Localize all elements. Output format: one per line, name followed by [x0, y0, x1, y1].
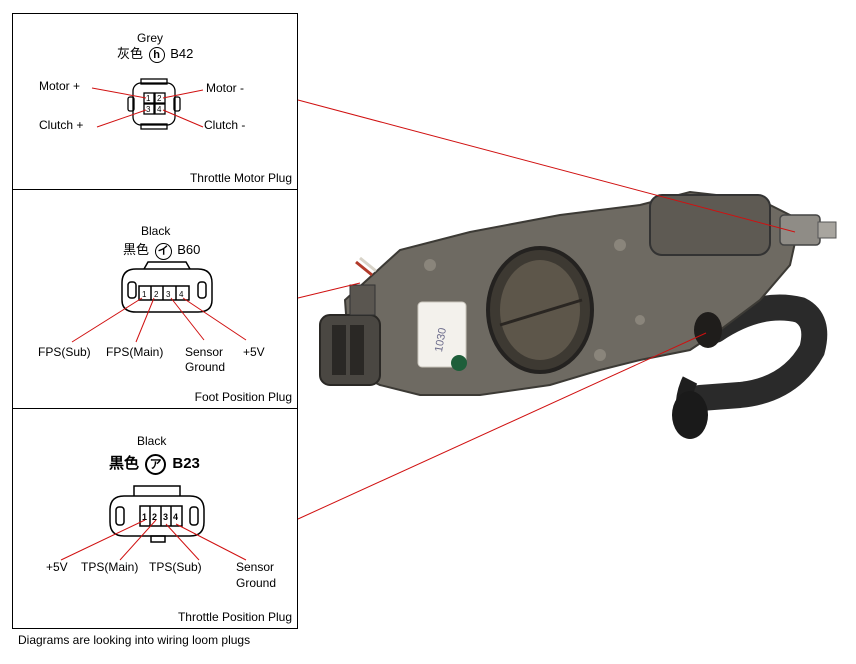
plug-code: B42: [170, 46, 194, 61]
pin-number: 3: [163, 512, 168, 522]
plug-title: Throttle Motor Plug: [189, 171, 292, 185]
caption: Diagrams are looking into wiring loom pl…: [18, 633, 251, 647]
pin-label-5v: +5V: [46, 560, 68, 574]
plug-code-line: 灰色 h B42: [117, 47, 193, 63]
connector-b42-leaders: [91, 87, 204, 128]
code-symbol-icon: h: [148, 47, 165, 63]
connector-b23-pin-numbers: 1 2 3 4: [142, 512, 178, 522]
pin-label-sensor: Sensor: [236, 560, 275, 574]
connector-b60-leaders: [71, 297, 247, 343]
plug-title: Throttle Position Plug: [177, 610, 292, 624]
pin-label-tps-sub: TPS(Sub): [149, 560, 202, 574]
pin-label-fps-main: FPS(Main): [106, 345, 164, 359]
pin-number: 4: [173, 512, 178, 522]
part-tag-label: 1030: [433, 327, 449, 353]
pin-label-ground: Ground: [236, 576, 277, 590]
throttle-motor-plug-panel: Grey 灰色 h B42 Motor + Motor - Clutch + C…: [12, 13, 298, 190]
pin-label-fps-sub: FPS(Sub): [38, 345, 91, 359]
pin-number: 2: [157, 94, 162, 103]
pin-label-clutch-minus: Clutch -: [204, 118, 246, 132]
plug-color-label: Black: [141, 224, 171, 238]
pin-number: 4: [179, 290, 184, 299]
pin-label-clutch-plus: Clutch +: [39, 118, 84, 132]
pin-label-sensor: Sensor: [185, 345, 224, 359]
connector-b23: [109, 485, 205, 543]
pin-number: 3: [166, 290, 171, 299]
pin-number: 2: [152, 512, 157, 522]
foot-position-plug-panel: Black 黒色 イ B60 FPS(Sub) FPS(Main) Sensor…: [12, 189, 298, 409]
pin-label-ground: Ground: [185, 360, 226, 374]
connector-b42-pin-numbers: 1 2 3 4: [146, 94, 162, 114]
plug-code-line: 黒色 イ B60: [123, 243, 200, 260]
plug-color-label: Black: [137, 434, 167, 448]
connector-b60: [121, 261, 213, 313]
connector-b60-pin-numbers: 1 2 3 4: [142, 290, 184, 299]
pin-number: 2: [154, 290, 159, 299]
code-symbol-icon: ア: [145, 454, 167, 475]
pin-label-motor-plus: Motor +: [39, 79, 81, 93]
pin-label-motor-minus: Motor -: [206, 81, 245, 95]
plug-color-cn: 黒色: [123, 242, 150, 257]
plug-code: B23: [172, 455, 200, 472]
connector-b23-leaders: [60, 519, 247, 561]
pin-number: 4: [157, 105, 162, 114]
pin-number: 1: [146, 94, 151, 103]
panel-to-photo-leaders: [297, 99, 796, 520]
pin-label-5v: +5V: [243, 345, 265, 359]
plug-color-cn: 黒色: [109, 455, 140, 472]
plug-title: Foot Position Plug: [194, 390, 292, 404]
throttle-body-photo: 1030: [319, 190, 837, 439]
throttle-position-plug-panel: Black 黒色 ア B23 +5V TPS(Main) TPS(Sub) Se…: [12, 408, 298, 629]
plug-color-cn: 灰色: [117, 46, 144, 61]
code-symbol-icon: イ: [154, 243, 172, 260]
pin-label-tps-main: TPS(Main): [81, 560, 139, 574]
plug-code: B60: [177, 242, 201, 257]
pin-number: 1: [142, 290, 147, 299]
pin-number: 1: [142, 512, 147, 522]
plug-code-line: 黒色 ア B23: [109, 454, 200, 475]
pin-number: 3: [146, 105, 151, 114]
connector-b42: [127, 78, 181, 130]
plug-color-label: Grey: [137, 31, 164, 45]
